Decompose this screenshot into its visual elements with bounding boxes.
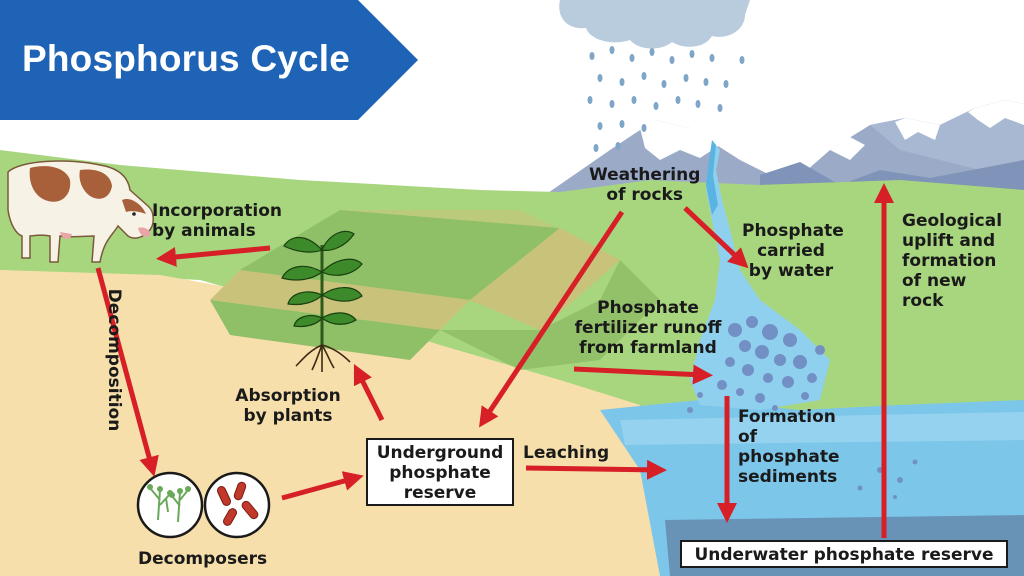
phosphate-sediment-pebbles [687,316,918,499]
arrow-weathering-water [683,206,749,269]
page-title: Phosphorus Cycle [22,38,351,79]
title-banner [0,0,418,120]
label-decomposition-container: Decomposition [95,289,124,442]
label-weathering-of-rocks: Weathering of rocks [589,165,701,205]
arrow-to-underground [281,471,364,501]
label-decomposition: Decomposition [104,288,124,432]
fungi-icon [136,471,204,539]
farmland [210,210,660,370]
arrow-runoff [573,364,713,385]
underwater-phosphate-reserve-box: Underwater phosphate reserve [680,540,1008,568]
label-absorption-by-plants: Absorption by plants [235,386,341,426]
label-geological-uplift: Geological uplift and formation of new r… [902,211,1003,311]
arrow-absorption [353,363,385,422]
label-incorporation-by-animals: Incorporation by animals [152,201,283,241]
underground-phosphate-reserve-box: Underground phosphate reserve [366,438,514,506]
arrow-leaching [525,459,667,480]
arrow-weathering-down [479,210,625,428]
label-fertilizer-runoff: Phosphate fertilizer runoff from farmlan… [574,298,722,358]
bacteria-icon [203,471,271,539]
rain-cloud-icon [559,0,750,152]
label-phosphate-carried-by-water: Phosphate carried by water [742,221,844,281]
label-leaching: Leaching [523,443,610,463]
label-decomposers: Decomposers [138,549,268,569]
arrow-decomposition [95,267,159,477]
cycle-arrows [95,183,894,538]
label-phosphate-sediments: Formation of phosphate sediments [738,407,840,487]
arrow-incorporation [156,245,271,267]
cow-icon [7,160,154,263]
plant-icon [281,230,363,372]
